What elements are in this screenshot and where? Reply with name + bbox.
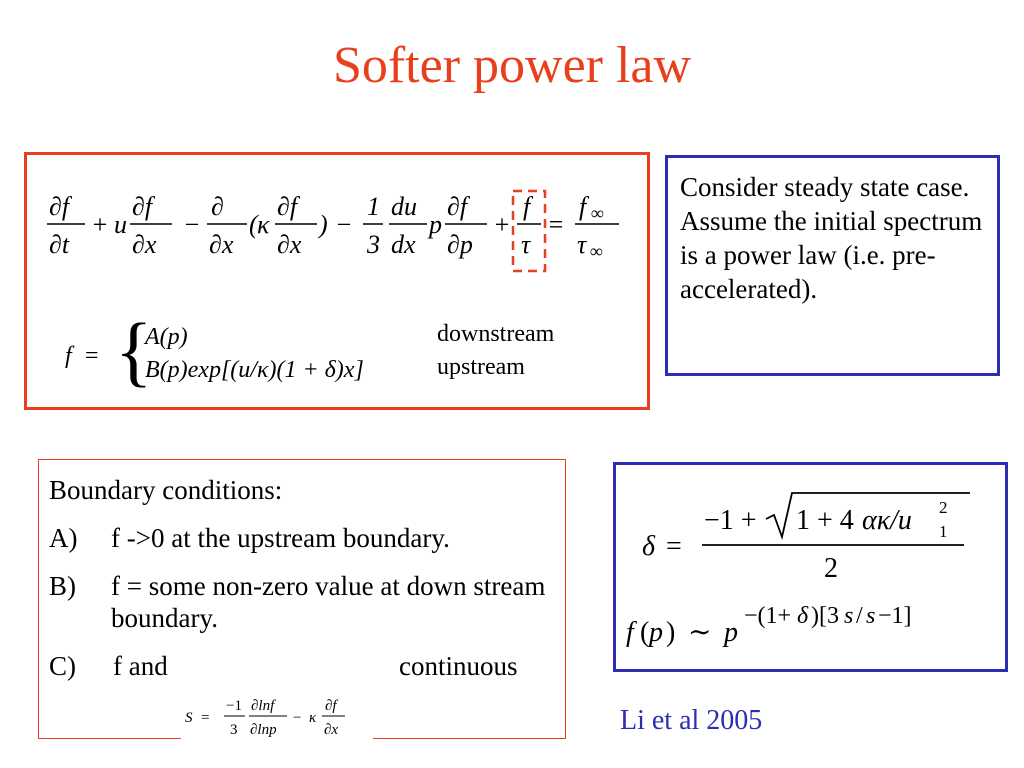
svg-text:δ: δ [797,603,809,629]
condition-b: B) f = some non-zero value at down strea… [49,570,555,634]
svg-text:−(1+: −(1+ [744,603,791,629]
svg-text:(: ( [640,617,649,648]
svg-text:∂lnf: ∂lnf [251,698,276,714]
svg-text:∞: ∞ [590,241,603,261]
condition-c-text-before: f and [113,651,168,681]
downstream-label: downstream [437,321,555,347]
svg-text:∼: ∼ [688,617,711,648]
svg-text:=: = [547,210,565,239]
svg-text:du: du [391,192,417,221]
boundary-conditions-box: Boundary conditions: A) f ->0 at the ups… [38,459,566,739]
svg-text:−1: −1 [226,698,242,714]
svg-text:(: ( [249,210,259,239]
svg-text:): ) [666,617,675,648]
svg-text:u: u [114,210,127,239]
svg-text:τ: τ [577,230,588,259]
delta-equation: δ = −1 + 1 + 4 ακ/u 1 2 2 f ( p ) ∼ p −(… [626,492,970,648]
svg-text:p: p [647,617,663,648]
svg-text:−1 +: −1 + [704,505,757,536]
svg-text:3: 3 [230,722,238,738]
svg-text:p: p [427,210,442,239]
condition-a-label: A) [49,523,78,553]
svg-text:1: 1 [939,522,948,541]
svg-text:τ: τ [521,230,532,259]
condition-c-label: C) [49,651,76,681]
upstream-label: upstream [437,354,525,380]
svg-text:δ: δ [642,531,656,562]
svg-text:ακ/u: ακ/u [862,505,912,536]
svg-text:3: 3 [366,230,380,259]
svg-text:κ: κ [309,710,317,726]
transport-equation-box: ∂f ∂t + u ∂f ∂x − ∂ ∂x ( κ ∂f ∂x ) − 1 3… [24,152,650,410]
svg-text:−: − [293,710,301,726]
svg-text:1 + 4: 1 + 4 [796,505,854,536]
steady-state-note: Consider steady state case. Assume the i… [680,172,983,304]
svg-text:f: f [579,192,590,221]
svg-text:2: 2 [824,553,838,584]
svg-text:)[3: )[3 [811,603,839,629]
svg-text:f: f [626,617,637,648]
svg-text:−: − [183,210,201,239]
svg-text:/: / [856,603,863,629]
svg-text:A(p): A(p) [143,324,188,350]
svg-text:=: = [666,531,682,562]
svg-text:p: p [722,617,738,648]
svg-text:=: = [201,710,209,726]
svg-text:1: 1 [367,192,380,221]
svg-text:∂f: ∂f [447,192,471,221]
svg-text:dx: dx [391,230,416,259]
condition-a-text: f ->0 at the upstream boundary. [111,523,450,553]
svg-text:{: { [115,307,152,394]
svg-text:∂x: ∂x [132,230,157,259]
condition-c-text-after: continuous [399,651,518,681]
svg-text:∂t: ∂t [49,230,70,259]
svg-text:∂: ∂ [211,192,224,221]
svg-text:∂f: ∂f [49,192,73,221]
svg-text:∂f: ∂f [325,698,338,714]
svg-text:=: = [85,343,99,369]
svg-text:∂p: ∂p [447,230,473,259]
delta-equation-box: δ = −1 + 1 + 4 ακ/u 1 2 2 f ( p ) ∼ p −(… [613,462,1008,672]
condition-b-text: f = some non-zero value at down stream b… [111,571,546,633]
svg-text:S: S [185,710,193,726]
transport-equation: ∂f ∂t + u ∂f ∂x − ∂ ∂x ( κ ∂f ∂x ) − 1 3… [47,189,619,394]
svg-text:∂x: ∂x [277,230,302,259]
svg-text:∞: ∞ [591,203,604,223]
page-title: Softer power law [332,37,692,94]
svg-text:s: s [844,603,853,629]
steady-state-note-box: Consider steady state case. Assume the i… [665,155,1000,376]
condition-b-label: B) [49,571,76,601]
svg-text:f: f [65,343,75,369]
svg-text:B(p)exp[(u/κ)(1 + δ)x]: B(p)exp[(u/κ)(1 + δ)x] [145,357,364,383]
svg-text:∂f: ∂f [132,192,156,221]
svg-text:∂f: ∂f [277,192,301,221]
condition-a: A) f ->0 at the upstream boundary. [49,522,555,554]
svg-text:∂x: ∂x [209,230,234,259]
condition-c: C) f and continuous [49,650,555,682]
svg-text:κ: κ [257,210,270,239]
svg-text:−1]: −1] [878,603,912,629]
svg-text:∂x: ∂x [324,722,338,738]
boundary-conditions-heading: Boundary conditions: [49,475,283,505]
citation: Li et al 2005 [620,705,763,736]
svg-text:s: s [866,603,875,629]
svg-text:2: 2 [939,498,948,517]
svg-text:+: + [493,210,511,239]
svg-text:f: f [523,192,534,221]
flux-equation: S = −1 3 ∂lnf ∂lnp − κ ∂f ∂x [181,688,373,744]
svg-text:): ) [317,210,328,239]
svg-text:∂lnp: ∂lnp [250,722,277,738]
svg-text:+: + [91,210,109,239]
svg-text:−: − [335,210,353,239]
